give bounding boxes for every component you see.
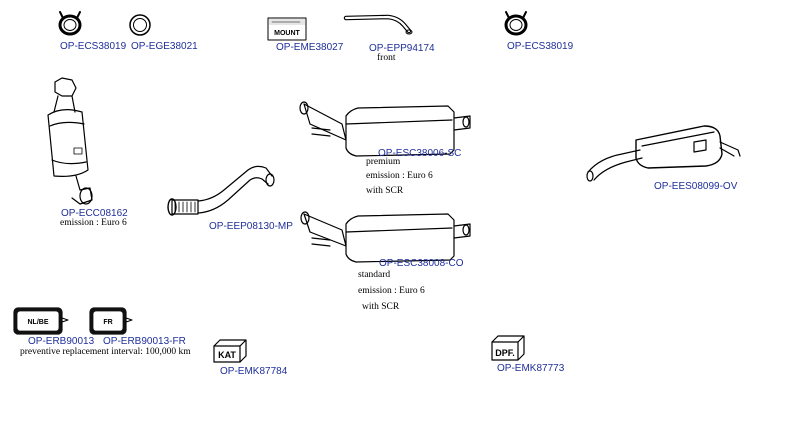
mount-icon[interactable] — [267, 17, 307, 41]
part-link-esc38006-sc[interactable]: OP-ESC38006-SC — [378, 148, 462, 159]
kat-kit-icon[interactable] — [213, 339, 247, 363]
mount-icon-text: MOUNT — [274, 30, 300, 37]
clamp-icon[interactable] — [504, 11, 528, 36]
part-link-ege38021[interactable]: OP-EGE38021 — [131, 41, 198, 52]
note-premium: premium — [366, 157, 401, 167]
part-link-erb90013-fr[interactable]: OP-ERB90013-FR — [103, 336, 186, 347]
part-link-eep08130-mp[interactable]: OP-EEP08130-MP — [209, 221, 293, 232]
note-replacement-interval: preventive replacement interval: 100,000… — [20, 347, 191, 357]
part-link-emk87773[interactable]: OP-EMK87773 — [497, 363, 565, 374]
note-premium-emission: emission : Euro 6 — [366, 171, 433, 181]
dpf-standard-icon[interactable] — [300, 211, 471, 263]
catalyst-icon[interactable] — [47, 77, 93, 205]
note-premium-scr: with SCR — [366, 186, 404, 196]
flex-pipe-icon[interactable] — [167, 165, 275, 216]
note-front: front — [377, 53, 396, 63]
dpf-icon-text: DPF. — [495, 348, 515, 358]
fr-icon-text: FR — [103, 319, 112, 326]
part-link-emk87784[interactable]: OP-EMK87784 — [220, 366, 288, 377]
gasket-icon[interactable] — [129, 14, 151, 36]
dpf-kit-icon[interactable] — [491, 335, 525, 361]
kat-icon-text: KAT — [218, 350, 236, 360]
part-link-epp94174[interactable]: OP-EPP94174 — [369, 43, 435, 54]
nlbe-icon-text: NL/BE — [28, 319, 49, 326]
dpf-premium-icon[interactable] — [299, 101, 471, 157]
rear-silencer-icon[interactable] — [586, 125, 741, 182]
note-standard: standard — [358, 270, 391, 280]
note-standard-emission: emission : Euro 6 — [358, 286, 425, 296]
part-link-ecs38019[interactable]: OP-ECS38019 — [60, 41, 127, 52]
nlbe-label-icon[interactable] — [13, 307, 69, 335]
part-link-esc38008-co[interactable]: OP-ESC38008-CO — [379, 258, 464, 269]
clamp-icon[interactable] — [58, 11, 82, 36]
note-catalyst-emission: emission : Euro 6 — [60, 218, 127, 228]
part-link-ees08099-ov[interactable]: OP-EES08099-OV — [654, 181, 738, 192]
part-link-erb90013[interactable]: OP-ERB90013 — [28, 336, 95, 347]
front-pipe-icon[interactable] — [343, 14, 413, 35]
fr-label-icon[interactable] — [89, 307, 133, 335]
part-link-ecs38019-2[interactable]: OP-ECS38019 — [507, 41, 574, 52]
note-standard-scr: with SCR — [362, 302, 400, 312]
part-link-ecc08162[interactable]: OP-ECC08162 — [61, 208, 128, 219]
part-link-eme38027[interactable]: OP-EME38027 — [276, 42, 344, 53]
